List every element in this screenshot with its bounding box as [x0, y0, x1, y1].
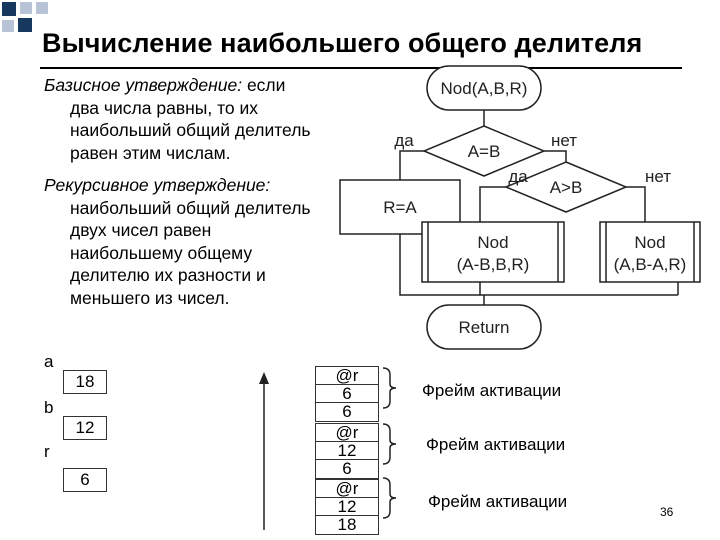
cond2-label: A>B	[550, 178, 583, 197]
call-box-2	[599, 221, 701, 283]
page-title: Вычисление наибольшего общего делителя	[42, 28, 643, 58]
corner-square-gray-3	[36, 2, 48, 14]
var-b-label: b	[44, 398, 54, 417]
base-statement: Базисное утверждение: если два числа рав…	[44, 74, 364, 164]
cond2-yes-label: да	[508, 167, 528, 186]
frame-brace-1	[382, 367, 397, 409]
recursive-statement: Рекурсивное утверждение: наибольший общи…	[44, 174, 354, 309]
end-terminator	[426, 304, 542, 350]
corner-square-gray-2	[2, 20, 14, 32]
stack-arrow-head	[259, 372, 269, 384]
base-line-1: два числа равны, то их	[70, 97, 259, 118]
cond1-yes-label: да	[394, 131, 414, 150]
rec-line-4: делителю их разности и	[70, 265, 266, 285]
cond1-no-label: нет	[551, 131, 577, 150]
call1-line2: (A-B,B,R)	[457, 255, 530, 274]
connector-cond1-no	[544, 150, 567, 162]
frame-label-2: Фрейм активации	[426, 435, 566, 454]
connector-cond2-yes	[479, 186, 506, 222]
connector-cond1-yes	[399, 150, 424, 180]
base-line-2: наибольший общий делитель	[70, 120, 311, 140]
stack-cell-7: @r	[315, 479, 379, 499]
rec-line-5: меньшего из чисел.	[70, 287, 230, 308]
call2-line2: (A,B-A,R)	[614, 255, 687, 274]
var-a-label: a	[44, 352, 54, 371]
var-r-label: r	[44, 442, 50, 461]
var-r-value: 6	[63, 468, 107, 492]
var-a-value: 18	[63, 370, 107, 394]
rec-line-1: наибольший общий делитель	[70, 197, 311, 218]
stack-cell-8: 12	[315, 497, 379, 517]
stack-cell-9: 18	[315, 515, 379, 535]
stack-cell-1: @r	[315, 366, 379, 386]
recursive-statement-label: Рекурсивное утверждение:	[44, 175, 271, 195]
stack-cell-4: @r	[315, 423, 379, 443]
stack-cell-5: 12	[315, 441, 379, 461]
frame-brace-2	[382, 423, 397, 465]
title-underline	[40, 67, 682, 69]
assign-label: R=A	[383, 198, 417, 217]
base-statement-label: Базисное утверждение:	[44, 75, 243, 95]
corner-square-dark-1	[2, 2, 16, 16]
corner-square-dark-2	[18, 18, 32, 32]
stack-cell-3: 6	[315, 402, 379, 422]
rec-line-2: двух чисел равен	[70, 220, 212, 240]
call2-line1: Nod	[634, 233, 665, 252]
cond2-no-label: нет	[645, 167, 671, 186]
connector-assign-merge	[399, 234, 678, 296]
page-number: 36	[660, 505, 674, 519]
connector-cond2-no	[626, 186, 646, 222]
cond1-label: A=B	[468, 142, 501, 161]
stack-cell-6: 6	[315, 459, 379, 479]
call-box-1	[421, 221, 565, 283]
stack-cell-2: 6	[315, 384, 379, 404]
frame-brace-3	[382, 477, 397, 519]
base-statement-rest: если	[242, 75, 286, 95]
end-label: Return	[458, 318, 509, 337]
decision-a-eq-b	[422, 125, 546, 177]
rec-line-3: наибольшему общему	[70, 242, 253, 263]
corner-square-gray-1	[20, 2, 32, 14]
var-b-value: 12	[63, 416, 107, 440]
base-line-3: равен этим числам.	[70, 142, 231, 163]
frame-label-3: Фрейм активации	[428, 492, 568, 511]
start-label: Nod(A,B,R)	[441, 79, 528, 98]
frame-label-1: Фрейм активации	[422, 381, 562, 400]
call1-line1: Nod	[477, 233, 508, 252]
decision-a-gt-b	[504, 161, 628, 213]
